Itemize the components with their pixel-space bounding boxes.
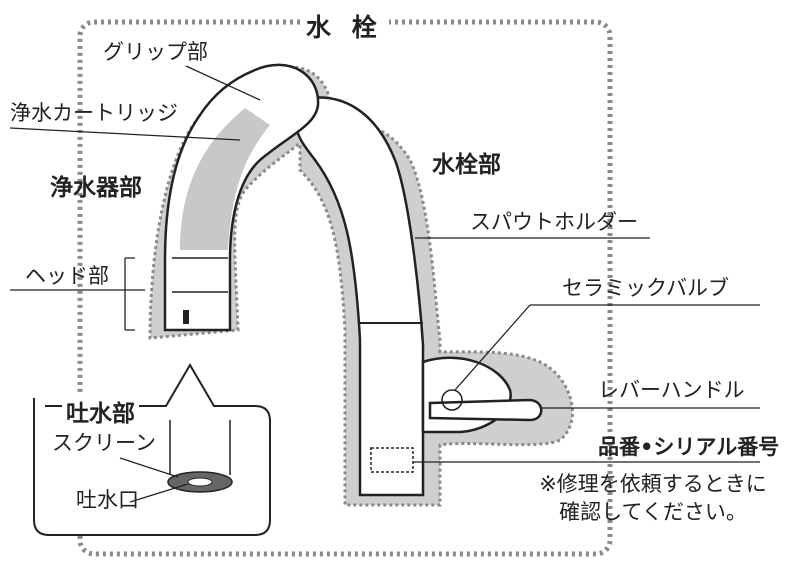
repair-note-line1: ※修理を依頼するときに [539,472,767,496]
purifier-section-label: 浄水器部 [50,175,142,201]
faucet-section-label: 水栓部 [432,152,501,178]
leader-screen [119,457,179,478]
lever-handle-shape [428,398,543,422]
lever-handle-label: レバーハンドル [598,378,745,402]
outlet-nozzle [169,420,231,475]
purifier-arm [163,63,320,332]
serial-plate [370,447,414,473]
cartridge-shape [180,108,270,250]
leader-outlet-port [129,483,189,503]
repair-note: ※修理を依頼するときに 確認してください。 [510,470,796,526]
spout-holder-label: スパウトホルダー [470,210,638,234]
serial-label: 品番•シリアル番号 [598,435,780,459]
head-bracket [10,257,145,331]
screen-label: スクリーン [52,431,156,455]
grip-label: グリップ部 [103,40,208,64]
leader-grip [185,65,261,101]
leader-valve [454,304,531,391]
leader-cartridge [9,127,241,141]
head-slot [183,310,189,324]
valve-mark [441,389,463,411]
faucet-body [294,96,425,497]
diagram-title: 水 栓 [300,8,389,44]
outlet-port-ring [187,477,213,487]
outlet-port-label: 吐水口 [76,488,139,512]
repair-note-line2: 確認してください。 [559,500,747,524]
head-label: ヘッド部 [25,264,109,288]
outlet-section-label: 吐水部 [62,394,139,428]
ceramic-valve-label: セラミックバルブ [562,276,729,300]
cartridge-label: 浄水カートリッジ [10,101,178,125]
